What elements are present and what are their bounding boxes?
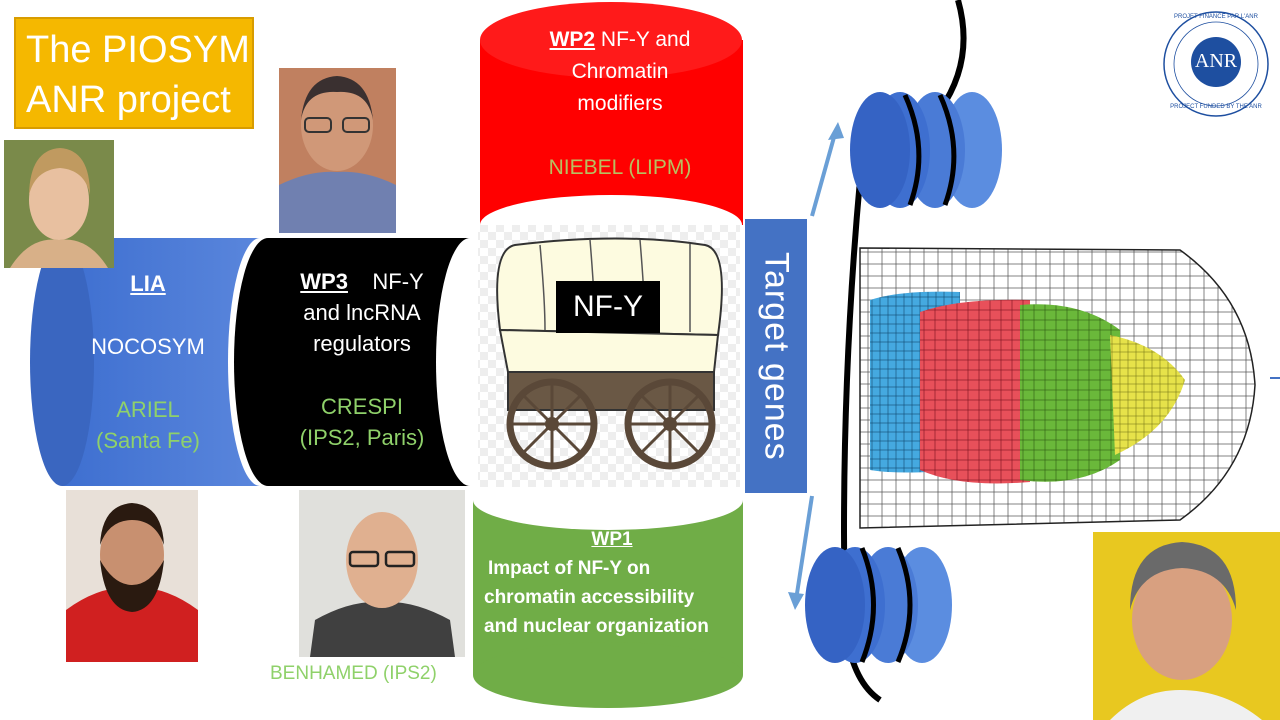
photo-woman-portrait <box>4 140 114 268</box>
wp2-title-part2: Chromatin <box>571 60 669 83</box>
nfy-label: NF-Y <box>556 281 660 333</box>
wagon-wheel-right <box>624 378 716 470</box>
wp2-lead: NIEBEL (LIPM) <box>548 156 692 179</box>
nucleosome-top <box>850 92 1002 208</box>
photo-man-glasses-portrait <box>279 68 396 233</box>
benhamed-label: BENHAMED (IPS2) <box>270 663 437 684</box>
lia-name: ARIEL <box>116 397 180 422</box>
wp2-label-group: WP2 NF-Y and Chromatin modifiers NIEBEL … <box>495 24 745 184</box>
wp2-code: WP2 <box>549 28 596 51</box>
wp2-title-part3: modifiers <box>577 92 663 115</box>
wp3-label-group: WP3 NF-Y and lncRNA regulators CRESPI (I… <box>276 266 448 453</box>
wp3-name: CRESPI <box>321 394 403 419</box>
title-line1: The PIOSYM <box>26 29 250 71</box>
target-genes-box <box>745 219 807 493</box>
wagon-illustration <box>478 225 740 487</box>
wp1-line1: Impact of NF-Y on <box>488 558 651 579</box>
lia-label-group: LIA NOCOSYM ARIEL (Santa Fe) <box>60 268 236 456</box>
target-genes-label: Target genes <box>757 251 796 461</box>
arrow-up <box>810 122 844 217</box>
title-line2: ANR project <box>26 79 231 121</box>
lia-affiliation: (Santa Fe) <box>96 428 200 453</box>
photo-bearded-man-portrait <box>66 490 198 662</box>
anr-logo <box>1163 11 1269 117</box>
title-box: The PIOSYM ANR project <box>14 17 254 129</box>
wp1-code: WP1 <box>591 529 633 550</box>
wagon-wheel-left <box>506 378 598 470</box>
anr-ring-bottom: PROJECT FUNDED BY THE ANR <box>1170 104 1262 110</box>
photo-bald-man-portrait <box>299 490 465 657</box>
anr-ring-top: PROJET FINANCÉ PAR L'ANR <box>1174 14 1258 20</box>
lia-heading: LIA <box>130 271 166 296</box>
anr-logo-center: ANR <box>1194 50 1238 72</box>
wp3-title-part3: regulators <box>313 331 411 356</box>
wp3-code: WP3 <box>300 269 348 294</box>
wp3-title-part1: NF-Y <box>372 269 424 294</box>
arrow-down <box>788 495 814 610</box>
wp1-line3: and nuclear organization <box>484 616 709 637</box>
wp1-label-group: WP1 Impact of NF-Y on chromatin accessib… <box>484 525 740 641</box>
wp3-title-part2: and lncRNA <box>303 300 421 325</box>
wp3-affiliation: (IPS2, Paris) <box>299 425 425 450</box>
photo-grey-hair-man-portrait <box>1093 532 1280 720</box>
lia-project: NOCOSYM <box>91 334 205 359</box>
wp2-title-part1: NF-Y and <box>600 28 691 51</box>
wp1-line2: chromatin accessibility <box>484 587 695 608</box>
nucleosome-bottom <box>805 547 952 663</box>
root-tissue-illustration <box>859 247 1256 529</box>
